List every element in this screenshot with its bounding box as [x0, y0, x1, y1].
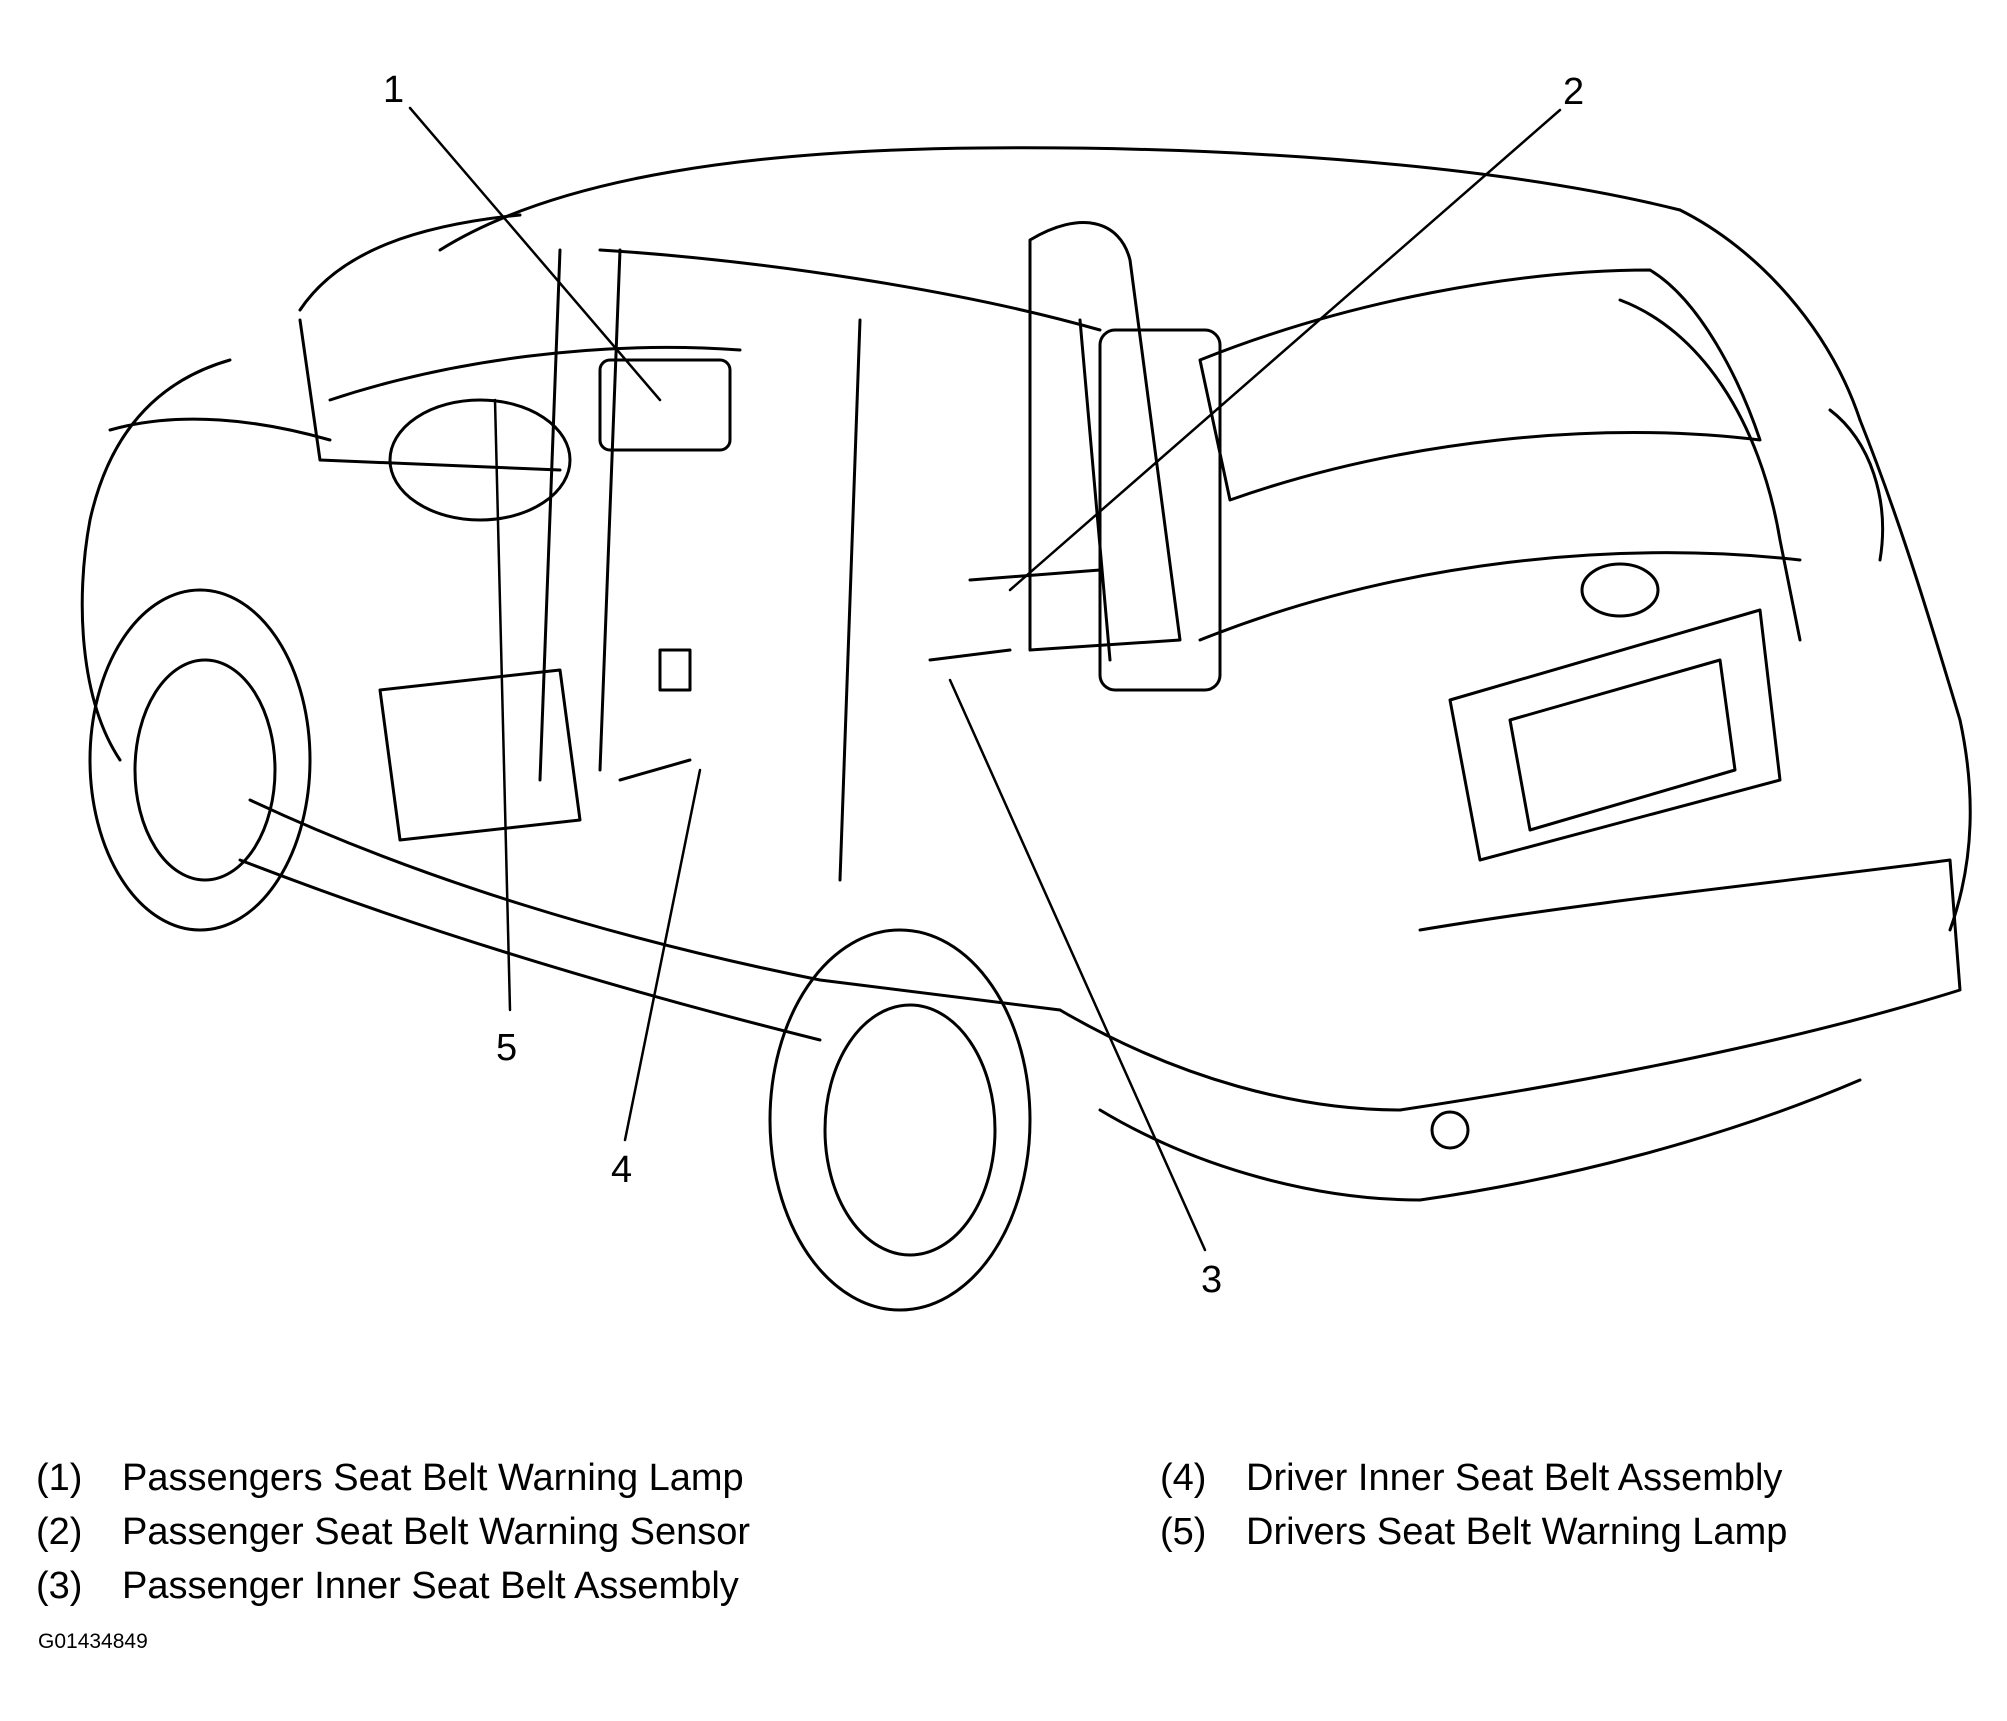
- figure-code: G01434849: [38, 1630, 148, 1653]
- cabin-interior: [298, 221, 1222, 882]
- leader-line-4: [623, 768, 702, 1142]
- legend-item-2: (2) Passenger Seat Belt Warning Sensor: [36, 1512, 750, 1552]
- leader-line-1: [408, 106, 662, 402]
- callout-5: 5: [496, 1027, 518, 1069]
- legend-text: Passengers Seat Belt Warning Lamp: [122, 1457, 744, 1499]
- legend-text: Drivers Seat Belt Warning Lamp: [1246, 1511, 1788, 1553]
- legend-item-5: (5) Drivers Seat Belt Warning Lamp: [1160, 1512, 1787, 1552]
- legend-item-3: (3) Passenger Inner Seat Belt Assembly: [36, 1566, 739, 1606]
- vehicle-line-drawing: [80, 106, 1972, 1312]
- wheel-rear: [768, 928, 1032, 1312]
- callout-2: 2: [1563, 71, 1585, 113]
- callout-1: 1: [383, 69, 405, 111]
- legend-text: Passenger Inner Seat Belt Assembly: [122, 1565, 739, 1607]
- legend-item-1: (1) Passengers Seat Belt Warning Lamp: [36, 1458, 744, 1498]
- wheel-front: [88, 588, 312, 932]
- legend-number: (3): [36, 1565, 83, 1607]
- leader-line-3: [948, 678, 1207, 1252]
- legend-text: Driver Inner Seat Belt Assembly: [1246, 1457, 1783, 1499]
- leader-line-5: [493, 398, 512, 1012]
- legend-number: (1): [36, 1457, 83, 1499]
- legend-number: (4): [1160, 1457, 1207, 1499]
- legend-number: (2): [36, 1511, 83, 1553]
- callout-4: 4: [611, 1149, 633, 1191]
- legend-number: (5): [1160, 1511, 1207, 1553]
- callout-3: 3: [1201, 1259, 1223, 1301]
- leader-line-2: [1008, 108, 1562, 592]
- legend-text: Passenger Seat Belt Warning Sensor: [122, 1511, 751, 1553]
- leader-lines: [408, 106, 1562, 1252]
- legend-item-4: (4) Driver Inner Seat Belt Assembly: [1160, 1458, 1782, 1498]
- vehicle-body-outline: [80, 146, 1972, 1202]
